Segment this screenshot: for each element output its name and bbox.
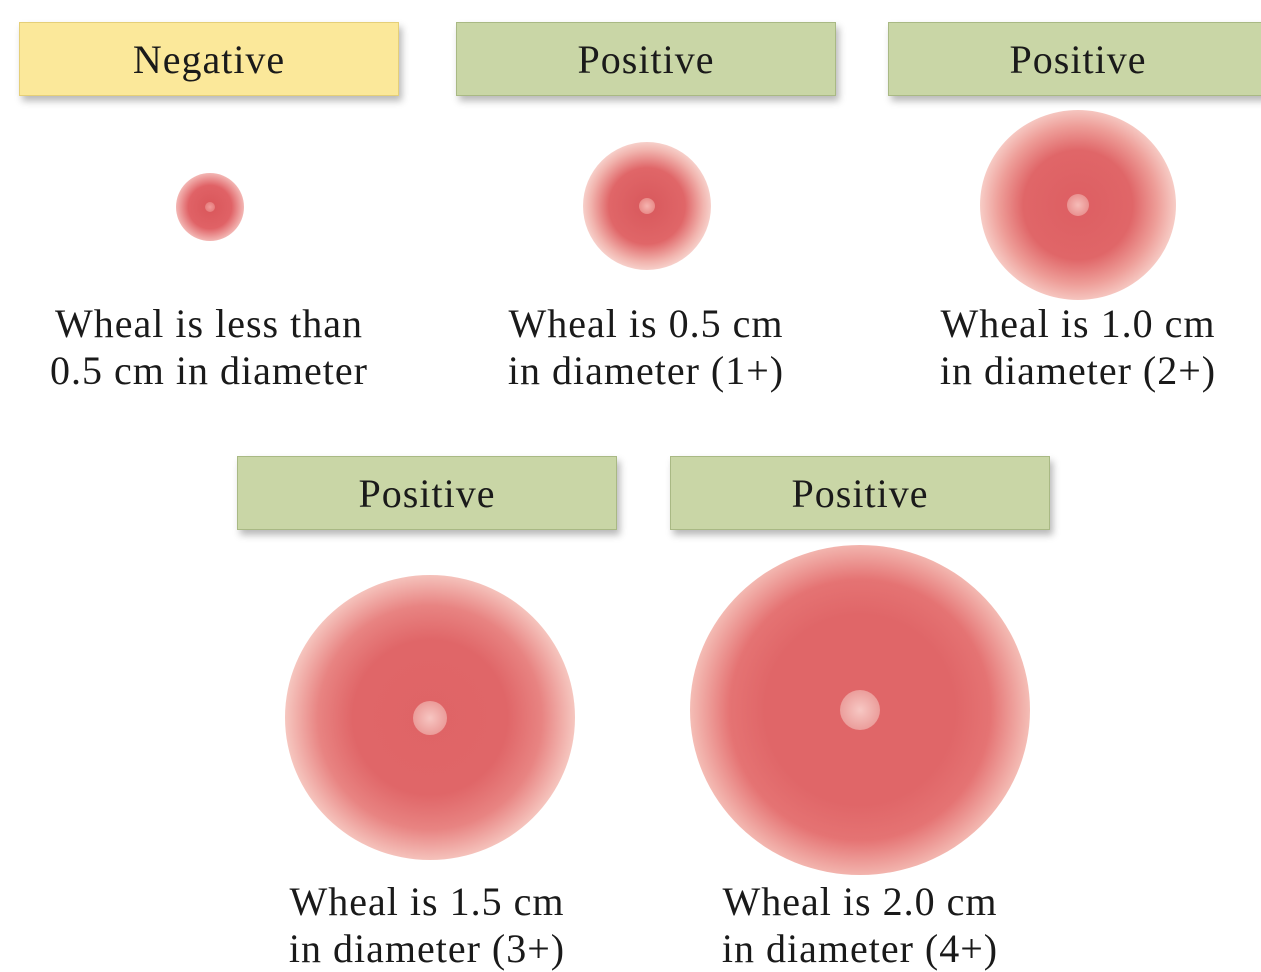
wheal-1plus [583,142,711,270]
wheal-negative [176,173,244,241]
label-positive-2plus: Positive [888,22,1261,96]
caption-line-1: Wheal is 0.5 cm [456,300,836,347]
caption-negative: Wheal is less than 0.5 cm in diameter [19,300,399,394]
caption-3plus: Wheal is 1.5 cm in diameter (3+) [237,878,617,972]
caption-line-2: in diameter (1+) [456,347,836,394]
caption-1plus: Wheal is 0.5 cm in diameter (1+) [456,300,836,394]
caption-line-2: 0.5 cm in diameter [19,347,399,394]
caption-line-2: in diameter (2+) [888,347,1261,394]
caption-line-2: in diameter (4+) [670,925,1050,972]
label-positive-3plus: Positive [237,456,617,530]
caption-line-1: Wheal is 1.0 cm [888,300,1261,347]
label-negative: Negative [19,22,399,96]
wheal-3plus [285,575,575,860]
caption-line-1: Wheal is less than [19,300,399,347]
caption-line-2: in diameter (3+) [237,925,617,972]
wheal-2plus [980,110,1176,300]
caption-line-1: Wheal is 2.0 cm [670,878,1050,925]
caption-line-1: Wheal is 1.5 cm [237,878,617,925]
wheal-4plus [690,545,1030,875]
caption-4plus: Wheal is 2.0 cm in diameter (4+) [670,878,1050,972]
caption-2plus: Wheal is 1.0 cm in diameter (2+) [888,300,1261,394]
label-positive-1plus: Positive [456,22,836,96]
label-positive-4plus: Positive [670,456,1050,530]
